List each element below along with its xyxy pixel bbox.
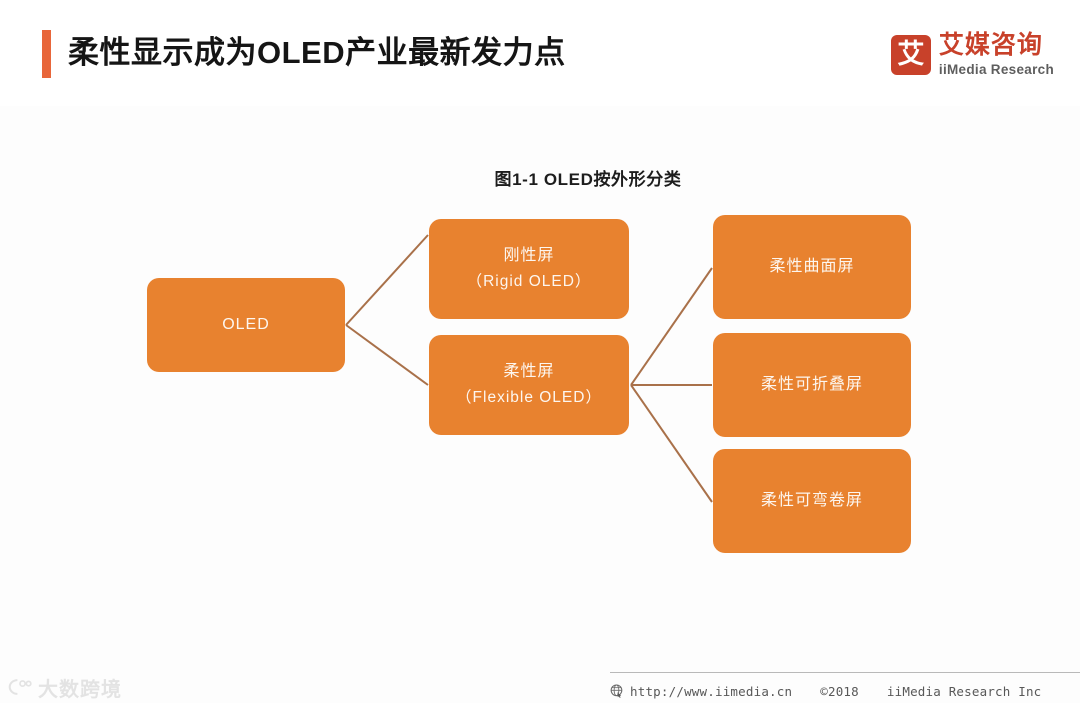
node-label-line2: （Flexible OLED） [456,389,602,406]
slide-footer: http://www.iimedia.cn ©2018 iiMedia Rese… [610,680,1080,702]
footer-divider [610,672,1080,673]
edge-root-rigid [345,234,429,326]
brand-mark-icon: 艾 [890,35,931,75]
node-label-line1: 柔性曲面屏 [769,258,855,275]
edge-flexible-curved [630,267,713,386]
footer-company: iiMedia Research Inc [886,683,1042,699]
diagram-node-root[interactable]: OLED [147,278,345,372]
edge-root-flexible [345,324,429,386]
page-title: 柔性显示成为OLED产业最新发力点 [68,35,566,70]
node-label-line2: （Rigid OLED） [466,273,592,290]
node-label-line1: 柔性屏 [503,363,555,380]
footer-url[interactable]: http://www.iimedia.cn [630,683,793,699]
footer-copyright: ©2018 [820,683,859,699]
diagram-node-foldable[interactable]: 柔性可折叠屏 [713,333,911,437]
node-label-line1: 刚性屏 [503,247,555,264]
node-label-line1: OLED [222,316,270,333]
brand-name-en: iiMedia Research [938,62,1054,78]
watermark: 大数跨境 [8,674,122,701]
slide-header: 柔性显示成为OLED产业最新发力点 艾 艾媒咨询 iiMedia Researc… [0,0,1080,106]
diagram-node-curved[interactable]: 柔性曲面屏 [713,215,911,319]
figure-caption: 图1-1 OLED按外形分类 [494,170,682,189]
brand-text: 艾媒咨询 iiMedia Research [939,33,1054,77]
brand-name-cn: 艾媒咨询 [938,31,1043,60]
edge-flexible-rollable [630,384,713,503]
diagram-node-rigid[interactable]: 刚性屏 （Rigid OLED） [429,219,629,319]
brand-logo: 艾 艾媒咨询 iiMedia Research [890,28,1054,82]
watermark-text: 大数跨境 [38,678,122,701]
globe-icon [610,684,623,698]
node-label-line1: 柔性可弯卷屏 [760,492,863,509]
diagram-node-flexible[interactable]: 柔性屏 （Flexible OLED） [429,335,629,435]
node-label-line1: 柔性可折叠屏 [760,376,863,393]
diagram-node-rollable[interactable]: 柔性可弯卷屏 [713,449,911,553]
title-accent-bar [42,30,51,78]
watermark-logo-icon [8,679,32,695]
